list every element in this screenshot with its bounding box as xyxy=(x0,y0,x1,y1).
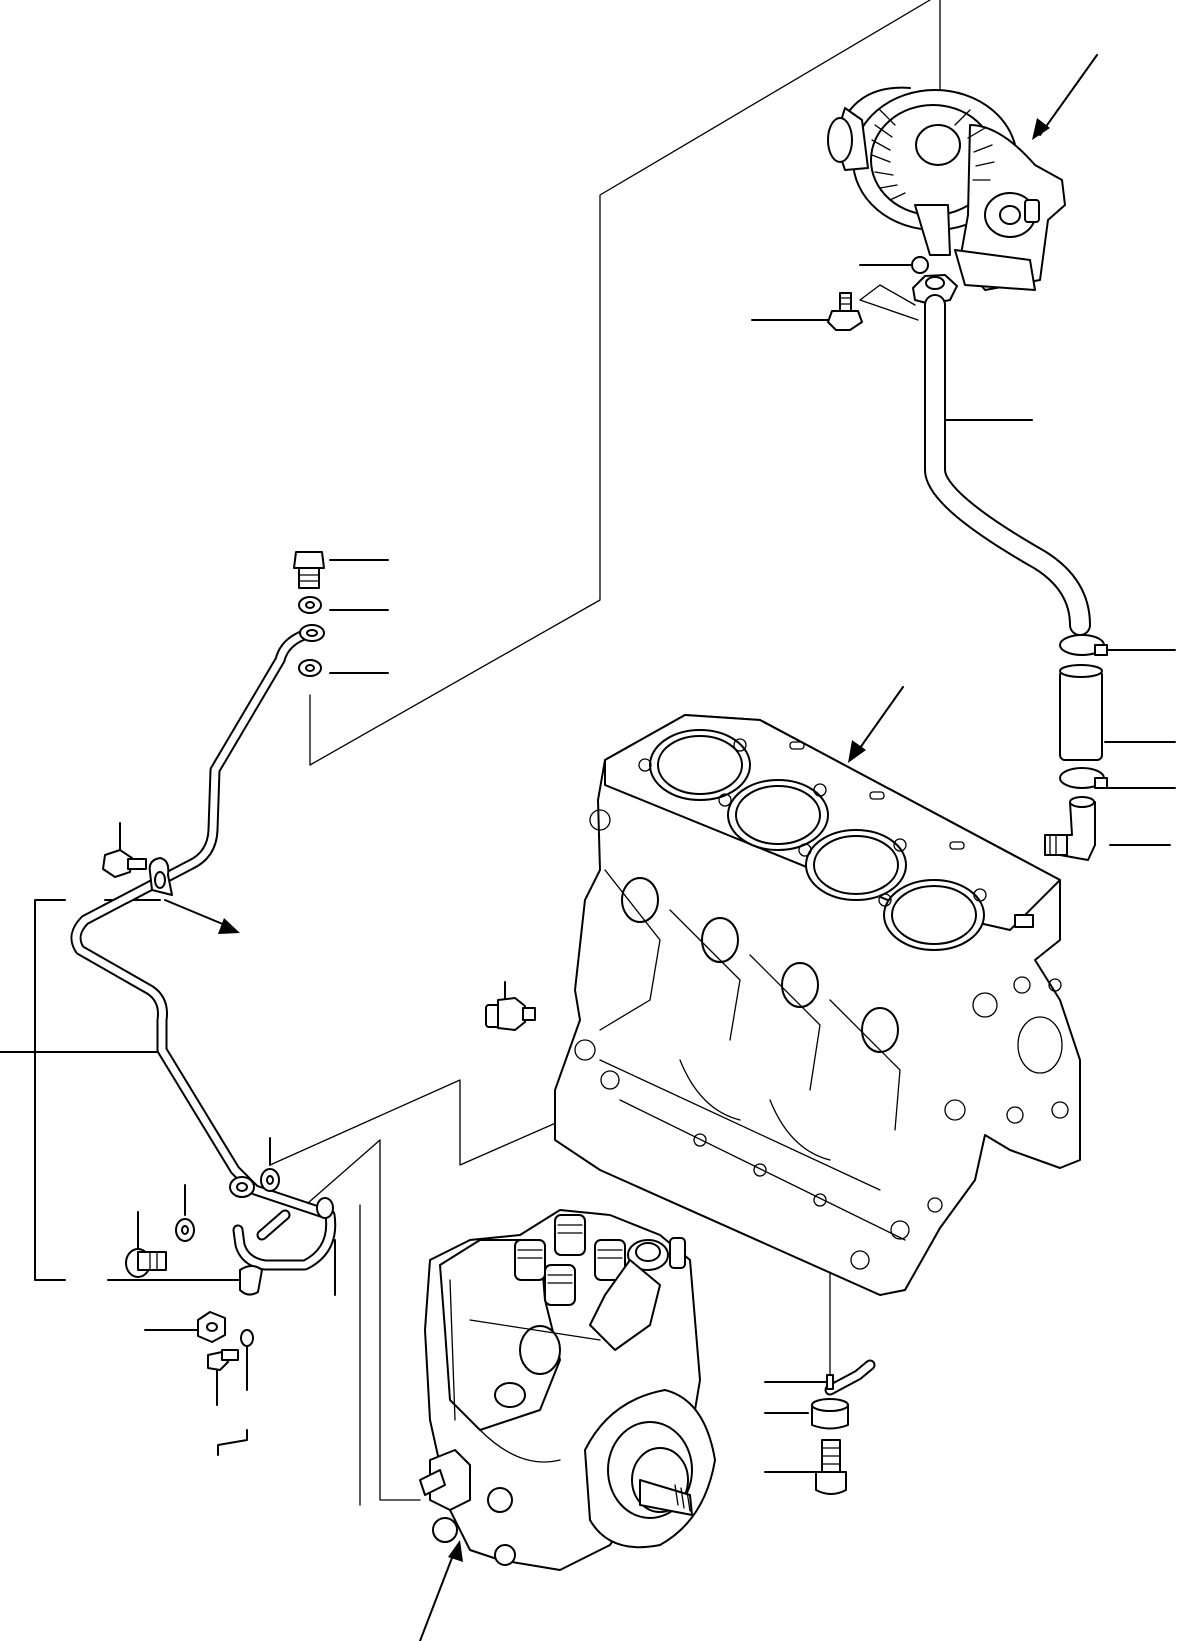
banjo-bolt-upper xyxy=(293,551,325,589)
banjo-bolt-lower xyxy=(125,1248,167,1278)
clip-bolt xyxy=(102,849,147,878)
bolt-small xyxy=(207,1349,239,1371)
drain-pipe xyxy=(824,1359,876,1396)
washer-lower-b xyxy=(175,1218,195,1242)
flange-bolt xyxy=(827,292,863,331)
washer-lower-a xyxy=(260,1168,280,1192)
hose xyxy=(1059,664,1103,761)
hose-clamp-upper xyxy=(1059,634,1108,656)
cylinder-block xyxy=(554,714,1081,1296)
assembly-leader-lines xyxy=(269,0,941,1506)
pipe-clip xyxy=(148,857,173,896)
flange-nut xyxy=(197,1311,226,1343)
turbocharger xyxy=(827,86,1066,291)
elbow-fitting xyxy=(1044,796,1096,861)
drain-collar xyxy=(811,1398,849,1430)
washer-lower-c xyxy=(316,1197,334,1219)
fuel-injection-pump xyxy=(419,1209,716,1571)
oil-pressure-switch xyxy=(485,997,536,1031)
drain-bolt xyxy=(815,1439,847,1495)
washer-small xyxy=(240,1329,254,1347)
hose-clamp-lower xyxy=(1059,767,1108,789)
washer-upper-1 xyxy=(298,596,322,614)
turbo-oil-return-pipe xyxy=(912,274,1091,636)
oil-supply-pipe xyxy=(70,624,337,1271)
clamp-fitting xyxy=(239,1265,263,1296)
washer-upper-2 xyxy=(298,659,322,677)
